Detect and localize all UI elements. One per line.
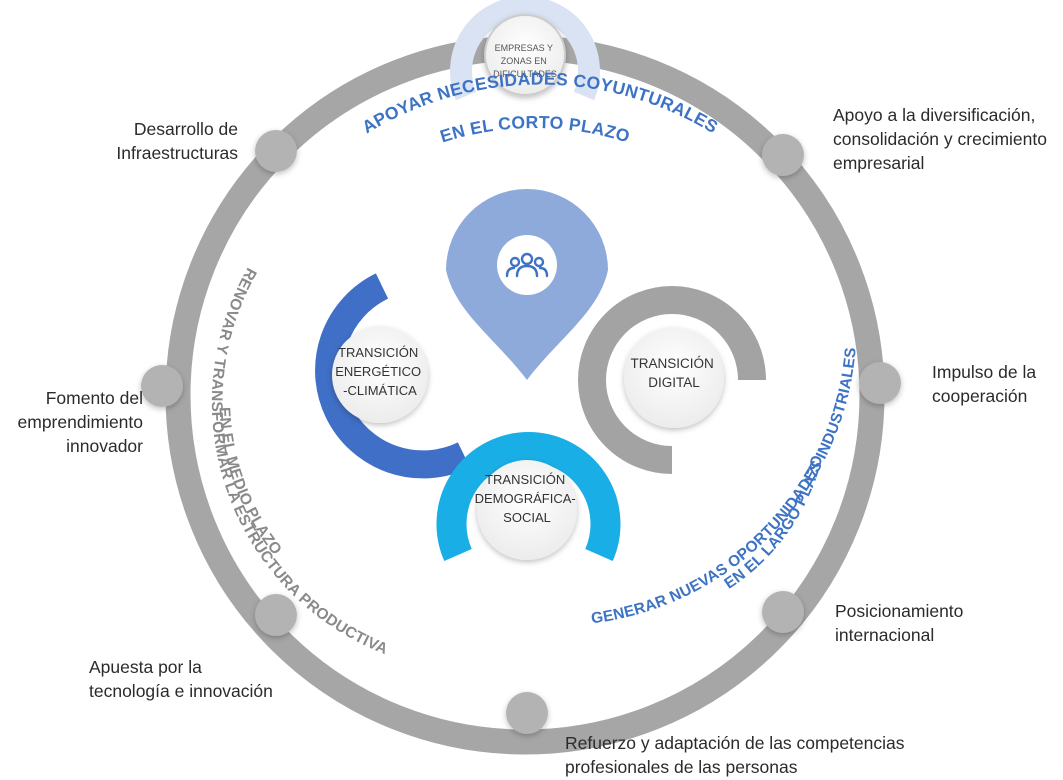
energy-circle [332,327,428,423]
label-infraestructuras: Desarrollo de Infraestructuras [116,119,238,163]
label-emprendimiento: Fomento del emprendimiento innovador [17,388,143,456]
node-infraestructuras [255,130,297,172]
social-label: TRANSICIÓN DEMOGRÁFICA- SOCIAL [475,472,580,525]
social-arc [436,432,621,562]
top-node [484,14,566,96]
node-emprendimiento [141,365,183,407]
label-tecnologia: Apuesta por la tecnología e innovación [89,657,273,701]
node-tecnologia [255,594,297,636]
energy-arc [315,273,471,479]
label-internacional: Posicionamiento internacional [835,601,964,645]
digital-label: TRANSICIÓN DIGITAL [630,356,717,390]
node-internacional [762,591,804,633]
node-competencias [506,692,548,734]
arc-text-top-2: EN EL CORTO PLAZO [438,112,633,147]
node-diversificacion [762,134,804,176]
people-group-icon [505,252,549,278]
node-cooperacion [859,362,901,404]
digital-arc [578,286,766,474]
digital-circle [624,328,724,428]
energy-label: TRANSICIÓN ENERGÉTICO -CLIMÁTICA [335,345,425,398]
label-cooperacion: Impulso de la cooperación [932,362,1037,406]
label-competencias: Refuerzo y adaptación de las competencia… [565,733,905,777]
social-circle [477,460,577,560]
top-arc [450,0,600,101]
top-node-label: EMPRESAS Y ZONAS EN DIFICULTADES [493,43,557,79]
label-diversificacion: Apoyo a la diversificación, consolidació… [833,105,1047,173]
